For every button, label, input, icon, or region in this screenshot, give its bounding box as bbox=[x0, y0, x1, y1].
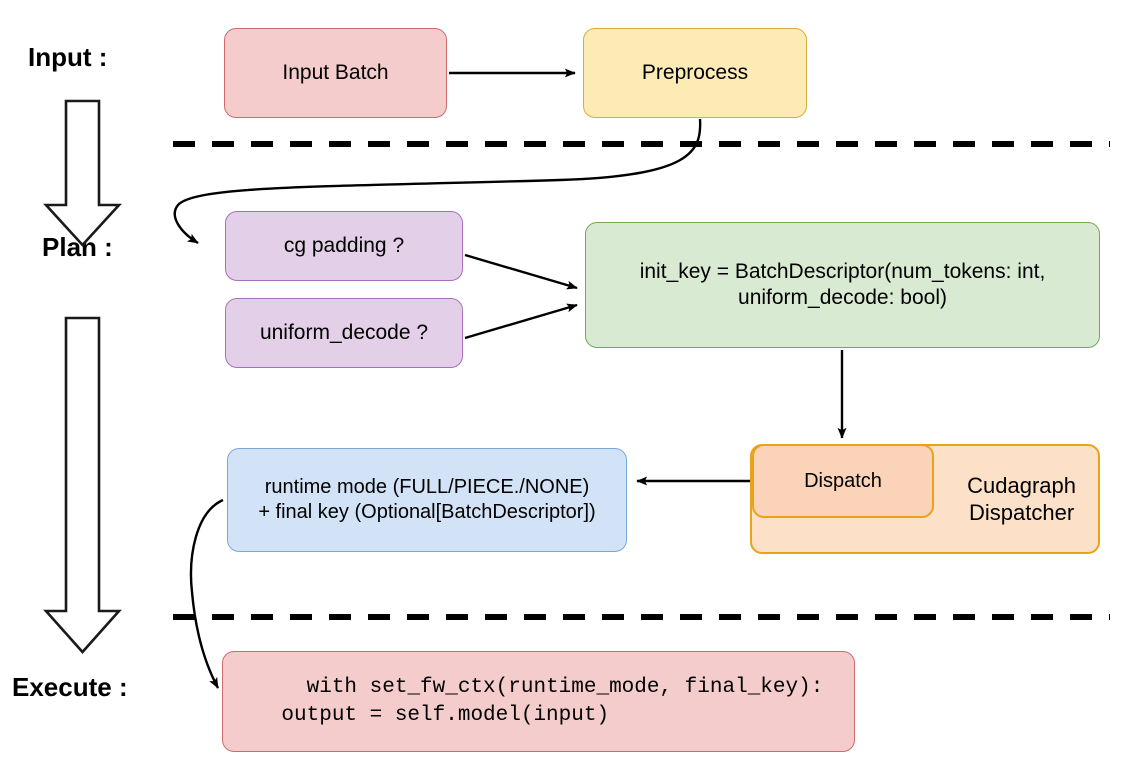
node-dispatch-label: Dispatch bbox=[804, 469, 882, 492]
stage-label-input: Input : bbox=[28, 42, 108, 72]
connector-uniform-decode-to-init-key bbox=[464, 303, 578, 340]
input-to-plan-arrow bbox=[43, 99, 122, 247]
node-dispatch[interactable]: Dispatch bbox=[752, 444, 934, 518]
node-runtime-mode-line1: runtime mode (FULL/PIECE./NONE) bbox=[264, 476, 590, 498]
node-uniform-decode[interactable]: uniform_decode ? bbox=[225, 298, 463, 368]
node-cudagraph-dispatcher-line2: Dispatcher bbox=[968, 500, 1075, 525]
node-execute-code-text: with set_fw_ctx(runtime_mode, final_key)… bbox=[231, 646, 823, 757]
node-init-key-line2: uniform_decode: bool) bbox=[738, 286, 947, 309]
node-uniform-decode-label: uniform_decode ? bbox=[259, 320, 429, 344]
connector-runtime-mode-to-code bbox=[189, 498, 224, 689]
node-cudagraph-dispatcher-line1: Cudagraph bbox=[967, 472, 1076, 498]
node-preprocess[interactable]: Preprocess bbox=[583, 28, 807, 118]
stage-label-plan: Plan : bbox=[42, 232, 113, 262]
node-cg-padding[interactable]: cg padding ? bbox=[225, 211, 463, 281]
stage-label-execute: Execute : bbox=[12, 672, 128, 702]
node-init-key-text: init_key = BatchDescriptor(num_tokens: i… bbox=[600, 259, 1085, 312]
node-input-batch[interactable]: Input Batch bbox=[224, 28, 447, 118]
node-preprocess-label: Preprocess bbox=[641, 60, 749, 84]
node-cg-padding-label: cg padding ? bbox=[283, 233, 405, 257]
node-execute-code-line2: output = self.model(input) bbox=[231, 703, 610, 727]
node-runtime-mode-line2: + final key (Optional[BatchDescriptor]) bbox=[258, 501, 596, 523]
node-execute-code-line1: with set_fw_ctx(runtime_mode, final_key)… bbox=[306, 675, 824, 699]
node-cudagraph-dispatcher-text: Cudagraph Dispatcher bbox=[967, 472, 1076, 527]
node-init-key[interactable]: init_key = BatchDescriptor(num_tokens: i… bbox=[585, 222, 1100, 348]
connector-cg-padding-to-init-key bbox=[464, 253, 578, 290]
node-init-key-line1: init_key = BatchDescriptor(num_tokens: i… bbox=[639, 259, 1046, 283]
plan-to-execute-arrow bbox=[43, 316, 122, 654]
node-runtime-mode[interactable]: runtime mode (FULL/PIECE./NONE) + final … bbox=[227, 448, 627, 552]
node-execute-code[interactable]: with set_fw_ctx(runtime_mode, final_key)… bbox=[222, 651, 855, 752]
node-runtime-mode-text: runtime mode (FULL/PIECE./NONE) + final … bbox=[238, 475, 616, 525]
node-input-batch-label: Input Batch bbox=[282, 60, 389, 84]
